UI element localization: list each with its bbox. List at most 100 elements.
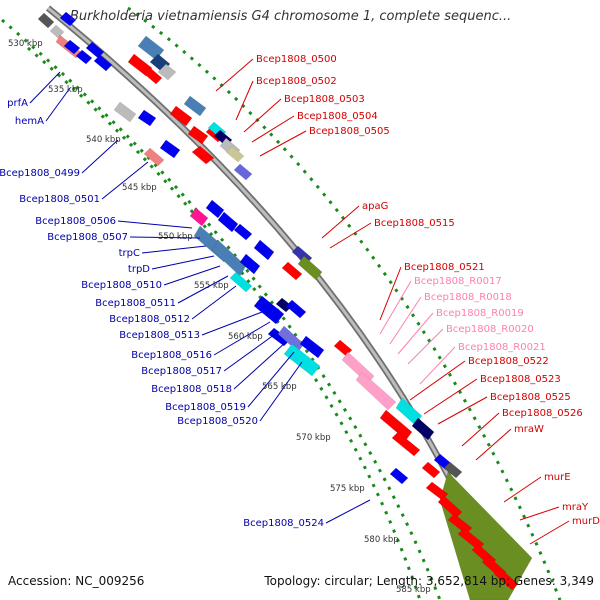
gene-feature[interactable] (211, 239, 247, 277)
gene-label-forward[interactable]: Bcep1808_0503 (284, 94, 365, 105)
ruler-label: 565 kbp (262, 382, 297, 392)
gene-feature[interactable] (205, 199, 225, 219)
gene-feature[interactable] (239, 253, 261, 275)
gene-leader-line (259, 130, 307, 157)
gene-feature[interactable] (113, 101, 137, 123)
gene-label-rna[interactable]: Bcep1808_R0017 (414, 276, 502, 287)
gene-feature[interactable] (253, 295, 285, 325)
gene-feature[interactable] (59, 11, 77, 27)
gene-leader-line (379, 266, 402, 321)
gene-feature[interactable] (253, 239, 275, 261)
gene-label-forward[interactable]: Bcep1808_0523 (480, 374, 561, 385)
gene-feature[interactable] (93, 54, 113, 72)
gene-label-forward[interactable]: Bcep1808_0521 (404, 262, 485, 273)
gene-feature[interactable] (281, 261, 303, 281)
gene-label-forward[interactable]: Bcep1808_0525 (490, 392, 571, 403)
gene-label-rna[interactable]: Bcep1808_R0018 (424, 292, 512, 303)
gene-label-forward[interactable]: Bcep1808_0515 (374, 218, 455, 229)
ruler-tick-track (1, 18, 442, 600)
gene-leader-line (247, 351, 295, 408)
gene-label-forward[interactable]: murD (572, 516, 600, 527)
gene-feature[interactable] (411, 417, 435, 441)
gene-label-forward[interactable]: mraY (562, 502, 589, 513)
gene-label-reverse[interactable]: trpC (119, 248, 140, 259)
gene-feature[interactable] (137, 109, 157, 127)
gene-label-reverse[interactable]: Bcep1808_0519 (165, 402, 246, 413)
gene-label-reverse[interactable]: Bcep1808_0501 (19, 194, 100, 205)
gene-feature[interactable] (169, 105, 193, 127)
gene-label-reverse[interactable]: Bcep1808_0499 (0, 168, 80, 179)
gene-feature[interactable] (157, 63, 177, 81)
gene-label-reverse[interactable]: Bcep1808_0520 (177, 416, 258, 427)
gene-leader-line (461, 412, 500, 447)
gene-label-reverse[interactable]: hemA (15, 116, 44, 127)
gene-label-reverse[interactable]: Bcep1808_0511 (95, 298, 176, 309)
gene-label-forward[interactable]: Bcep1808_0504 (297, 111, 378, 122)
gene-feature[interactable] (143, 147, 165, 167)
gene-leader-line (475, 428, 512, 461)
gene-leader-line (213, 321, 271, 356)
genome-summary: Topology: circular; Length: 3,652,814 bp… (264, 574, 594, 588)
gene-label-reverse[interactable]: Bcep1808_0507 (47, 232, 128, 243)
gene-feature[interactable] (183, 95, 207, 117)
gene-label-forward[interactable]: apaG (362, 201, 388, 212)
ruler-label: 545 kbp (122, 183, 157, 193)
gene-feature[interactable] (37, 12, 55, 29)
gene-label-rna[interactable]: Bcep1808_R0020 (446, 324, 534, 335)
gene-label-forward[interactable]: mraW (514, 424, 544, 435)
gene-feature[interactable] (217, 211, 239, 233)
gene-feature[interactable] (49, 24, 65, 39)
gene-label-forward[interactable]: Bcep1808_0502 (256, 76, 337, 87)
gene-feature[interactable] (355, 371, 397, 411)
gene-leader-line (389, 296, 422, 345)
gene-label-reverse[interactable]: Bcep1808_0516 (131, 350, 212, 361)
gene-feature[interactable] (63, 39, 81, 55)
gene-label-forward[interactable]: Bcep1808_0505 (309, 126, 390, 137)
gene-feature[interactable] (391, 431, 421, 457)
gene-feature[interactable] (191, 145, 215, 165)
gene-feature[interactable] (297, 255, 323, 281)
gene-label-reverse[interactable]: Bcep1808_0512 (109, 314, 190, 325)
gene-leader-line (423, 378, 478, 415)
gene-label-rna[interactable]: Bcep1808_R0019 (436, 308, 524, 319)
gene-label-forward[interactable]: Bcep1808_0500 (256, 54, 337, 65)
gene-leader-line (329, 222, 372, 249)
gene-label-forward[interactable]: Bcep1808_0522 (468, 356, 549, 367)
gene-leader-line (325, 499, 371, 524)
gene-feature[interactable] (421, 461, 441, 479)
gene-label-forward[interactable]: Bcep1808_0526 (502, 408, 583, 419)
gene-feature[interactable] (141, 65, 163, 85)
gene-label-reverse[interactable]: Bcep1808_0517 (141, 366, 222, 377)
gene-feature[interactable] (233, 223, 253, 241)
gene-leader-line (243, 98, 282, 133)
gene-features (37, 11, 533, 600)
gene-label-reverse[interactable]: Bcep1808_0510 (81, 280, 162, 291)
gene-leader-line (117, 220, 193, 229)
gene-feature[interactable] (189, 207, 209, 227)
gene-feature[interactable] (75, 49, 93, 65)
gene-leader-line (101, 161, 149, 200)
gene-label-reverse[interactable]: trpD (128, 264, 150, 275)
gene-feature[interactable] (389, 467, 409, 485)
gene-feature[interactable] (285, 299, 307, 319)
gene-label-rna[interactable]: Bcep1808_R0021 (458, 342, 546, 353)
gene-label-reverse[interactable]: Bcep1808_0513 (119, 330, 200, 341)
gene-feature[interactable] (225, 145, 245, 163)
gene-feature[interactable] (233, 163, 253, 181)
gene-leader-line (409, 360, 466, 401)
gene-label-reverse[interactable]: Bcep1808_0518 (151, 384, 232, 395)
gene-feature[interactable] (229, 271, 253, 293)
gene-feature[interactable] (493, 567, 519, 591)
gene-feature[interactable] (299, 335, 325, 359)
gene-label-reverse[interactable]: Bcep1808_0524 (243, 518, 324, 529)
gene-feature[interactable] (159, 139, 181, 159)
gene-label-forward[interactable]: murE (544, 472, 571, 483)
gene-label-reverse[interactable]: prfA (7, 98, 28, 109)
gene-feature[interactable] (283, 343, 321, 377)
gene-feature[interactable] (443, 461, 463, 479)
gene-feature[interactable] (187, 125, 209, 145)
gene-label-reverse[interactable]: Bcep1808_0506 (35, 216, 116, 227)
ruler-label: 570 kbp (296, 433, 331, 443)
